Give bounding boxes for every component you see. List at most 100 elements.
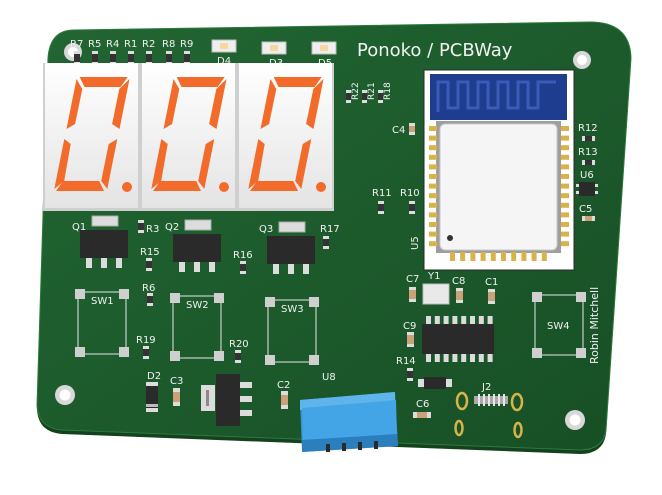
label-c6: C6: [416, 399, 429, 410]
label-r15: R15: [140, 247, 160, 258]
transistor-q1: Q1: [72, 215, 128, 268]
label-r6: R6: [142, 283, 155, 294]
label-r18: R18: [383, 82, 393, 100]
segment-b: [112, 79, 130, 129]
segment-a: [79, 77, 128, 87]
label-c1: C1: [485, 277, 498, 288]
label-r1: R1: [124, 39, 137, 50]
label-u8: U8: [322, 372, 336, 383]
label-c8: C8: [452, 276, 465, 287]
label-y1: Y1: [427, 271, 440, 282]
digit-glyph: [54, 77, 132, 192]
antenna-trace: [436, 80, 556, 112]
crystal-area: C7 Y1 C8 C1: [406, 271, 498, 305]
label-q3: Q3: [259, 224, 273, 235]
label-r3: R3: [146, 224, 159, 235]
capacitor-c4: C4: [392, 123, 415, 136]
switch-sw2: SW2: [170, 293, 224, 361]
label-r11: R11: [372, 188, 392, 199]
seven-segment-display: [237, 63, 334, 211]
capacitor-c6: C6: [413, 399, 431, 418]
module-pins: [429, 126, 569, 261]
segment-b: [209, 79, 227, 129]
segment-f: [260, 79, 277, 129]
label-r17: R17: [320, 224, 340, 235]
segment-d: [153, 181, 201, 191]
label-c2: C2: [277, 380, 290, 391]
resistors-r11-r10: R11 R10: [372, 188, 420, 214]
segment-a: [176, 77, 225, 87]
label-c4: C4: [392, 125, 405, 136]
segment-f: [66, 79, 83, 129]
label-r22: R22: [351, 82, 361, 100]
seven-segment-displays: [43, 63, 334, 211]
switch-sw4: SW4: [532, 292, 586, 358]
led-d4: D4: [211, 39, 237, 67]
label-r19: R19: [136, 335, 156, 346]
label-r5: R5: [88, 39, 101, 50]
digit-glyph: [248, 77, 326, 192]
resistors-r19-r20: R19 R20: [136, 335, 249, 363]
switch-sw3: SW3: [265, 297, 319, 365]
segment-c: [101, 139, 118, 189]
segment-c: [295, 139, 312, 189]
label-d4: D4: [217, 56, 231, 67]
label-r14: R14: [396, 356, 416, 367]
top-resistor-labels: R7 R5 R4 R1 R2 R8 R9: [70, 39, 193, 50]
seven-segment-display: [43, 63, 140, 211]
label-r20: R20: [229, 339, 249, 350]
segment-e: [248, 139, 265, 189]
label-r10: R10: [400, 188, 420, 199]
wifi-module-u5: U5: [410, 69, 575, 271]
label-q1: Q1: [72, 222, 86, 233]
label-sw4: SW4: [547, 321, 570, 332]
label-d2: D2: [147, 371, 161, 382]
capacitor-c2: C2: [277, 380, 290, 409]
label-r9: R9: [180, 39, 193, 50]
switch-sw1: SW1: [75, 289, 129, 357]
label-sw1: SW1: [91, 296, 114, 307]
label-sw3: SW3: [281, 304, 304, 315]
author-label: Robin Mitchell: [588, 287, 601, 364]
label-u6: U6: [580, 170, 594, 181]
label-r8: R8: [162, 39, 175, 50]
label-r21: R21: [367, 82, 377, 100]
sensor-u8: U8: [300, 372, 398, 452]
label-r16: R16: [233, 250, 253, 261]
label-c3: C3: [170, 376, 183, 387]
label-u5: U5: [410, 236, 421, 250]
decimal-point: [122, 182, 132, 192]
label-r4: R4: [106, 39, 119, 50]
label-c5: C5: [579, 204, 592, 215]
segment-a: [273, 77, 322, 87]
vertical-resistors: R22 R21 R18: [346, 82, 393, 103]
right-components: R12 R13 U6 C5: [576, 123, 598, 221]
board-title: Ponoko / PCBWay: [357, 40, 513, 61]
label-r12: R12: [578, 123, 598, 134]
digit-glyph: [151, 77, 229, 192]
decimal-point: [316, 182, 326, 192]
label-j2: J2: [481, 382, 491, 393]
segment-b: [306, 79, 324, 129]
capacitor-c3: C3: [170, 376, 183, 406]
mounting-holes: [55, 43, 591, 430]
transistor-q3: Q3: [259, 221, 315, 274]
segment-e: [54, 139, 71, 189]
resistors-r3-r17: R3 R17: [138, 220, 340, 249]
segment-c: [198, 139, 215, 189]
label-r7: R7: [70, 39, 83, 50]
segment-d: [250, 181, 298, 191]
diode-d2: D2: [146, 371, 161, 412]
transistor-q2: Q2: [165, 219, 221, 272]
segment-e: [151, 139, 168, 189]
segment-f: [163, 79, 180, 129]
label-c9: C9: [403, 321, 416, 332]
resistor-r14: R14: [396, 356, 452, 389]
label-r2: R2: [142, 39, 155, 50]
usb-connector-j2: J2: [454, 382, 524, 439]
voltage-regulator: [201, 374, 252, 426]
segment-d: [56, 181, 104, 191]
label-r13: R13: [578, 147, 598, 158]
